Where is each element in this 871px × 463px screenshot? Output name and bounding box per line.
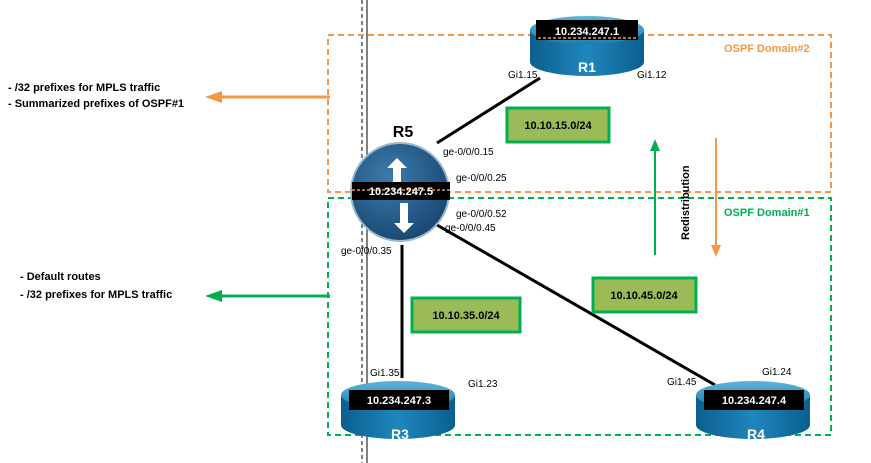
router-r5[interactable]: 10.234.247.5 R5 bbox=[350, 124, 450, 242]
interface-label: Gi1.12 bbox=[637, 70, 667, 81]
arrowhead-icon bbox=[711, 245, 721, 257]
interface-label: ge-0/0/0.45 bbox=[445, 223, 496, 234]
interface-label: ge-0/0/0.35 bbox=[341, 246, 392, 257]
arrow-up-icon bbox=[387, 158, 407, 188]
router-r1-name: R1 bbox=[578, 59, 596, 75]
router-r3-name: R3 bbox=[391, 426, 409, 442]
subnet-r1-r5-box bbox=[505, 106, 611, 144]
router-ip-box bbox=[704, 390, 804, 410]
interface-label: Gi1.23 bbox=[468, 379, 498, 390]
subnet-r3-r5-box bbox=[410, 296, 522, 334]
router-ip-box bbox=[349, 390, 449, 410]
router-r5-name: R5 bbox=[393, 124, 414, 141]
ospf-domain-1-box bbox=[327, 197, 832, 436]
router-r4[interactable]: 10.234.247.4 R4 bbox=[696, 381, 810, 442]
bottom-note-line-1: - Default routes bbox=[20, 271, 101, 283]
router-r3[interactable]: 10.234.247.3 R3 bbox=[341, 381, 455, 442]
subnet-r3-r5-label: 10.10.35.0/24 bbox=[432, 310, 500, 322]
router-r1-ip: 10.234.247.1 bbox=[555, 26, 619, 38]
interface-label: Gi1.15 bbox=[508, 70, 538, 81]
top-note-line-2: - Summarized prefixes of OSPF#1 bbox=[8, 98, 184, 110]
arrowhead-icon bbox=[205, 91, 222, 103]
top-note-line-1: - /32 prefixes for MPLS traffic bbox=[8, 82, 160, 94]
interface-label: ge-0/0/0.52 bbox=[456, 209, 507, 220]
router-r5-ip: 10.234.247.5 bbox=[369, 186, 433, 198]
interface-label: Gi1.45 bbox=[667, 377, 697, 388]
interface-label: ge-0/0/0.15 bbox=[443, 147, 494, 158]
subnet-r4-r5-box bbox=[591, 276, 698, 314]
router-r4-ip: 10.234.247.4 bbox=[722, 395, 787, 407]
interface-label: Gi1.35 bbox=[370, 368, 400, 379]
arrowhead-icon bbox=[650, 139, 660, 151]
router-ip-box bbox=[352, 182, 450, 200]
ospf-domain-1-label: OSPF Domain#1 bbox=[724, 207, 810, 219]
ospf-domain-2-label: OSPF Domain#2 bbox=[724, 43, 810, 55]
bottom-note-line-2: - /32 prefixes for MPLS traffic bbox=[20, 289, 172, 301]
subnet-r1-r5-label: 10.10.15.0/24 bbox=[524, 120, 592, 132]
router-ip-box bbox=[536, 20, 638, 40]
subnet-r4-r5-label: 10.10.45.0/24 bbox=[610, 290, 678, 302]
redistribution-label: Redistribution bbox=[680, 165, 692, 240]
router-r3-ip: 10.234.247.3 bbox=[367, 395, 431, 407]
router-r1[interactable]: 10.234.247.1 R1 bbox=[530, 16, 644, 76]
interface-label: Gi1.24 bbox=[762, 367, 792, 378]
link-r5-r4 bbox=[436, 223, 716, 387]
link-r5-r1 bbox=[436, 76, 541, 145]
interface-label: ge-0/0/0.25 bbox=[456, 173, 507, 184]
router-r4-name: R4 bbox=[747, 426, 765, 442]
arrowhead-icon bbox=[205, 290, 222, 302]
arrow-down-icon bbox=[394, 203, 414, 233]
